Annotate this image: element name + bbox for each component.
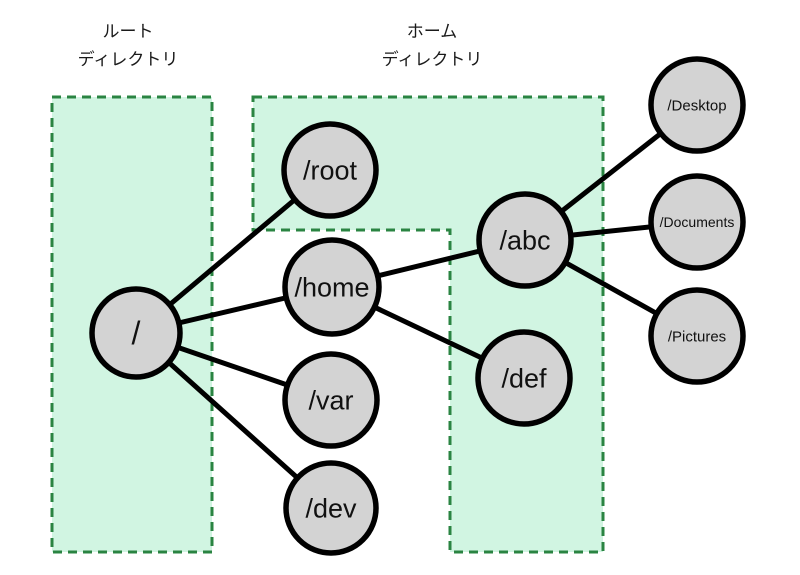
node-root-circle [89, 286, 183, 380]
node-dev-label: /dev [305, 493, 357, 523]
node-def-circle [475, 329, 573, 427]
node-var: /var [282, 351, 380, 449]
node-slash-root-label: /root [303, 155, 358, 185]
node-documents-label: /Documents [660, 214, 735, 230]
node-abc: /abc [476, 191, 574, 289]
node-def: /def [475, 329, 573, 427]
node-documents: /Documents [648, 173, 746, 271]
root-directory-label-line2: ディレクトリ [77, 50, 179, 69]
node-home-label: /home [294, 272, 369, 302]
node-dev: /dev [283, 460, 379, 556]
node-slash-root: /root [281, 121, 379, 219]
root-directory-label-line1: ルート [102, 22, 154, 41]
node-home: /home [282, 237, 382, 337]
node-desktop: /Desktop [648, 56, 746, 154]
node-pictures-circle [648, 287, 746, 385]
node-root-label: / [132, 315, 141, 351]
node-var-circle [282, 351, 380, 449]
node-home-circle [282, 237, 382, 337]
node-var-label: /var [308, 385, 353, 415]
node-desktop-label: /Desktop [667, 97, 726, 114]
node-abc-circle [476, 191, 574, 289]
home-directory-label-line2: ディレクトリ [381, 50, 483, 69]
node-slash-root-circle [281, 121, 379, 219]
node-pictures-label: /Pictures [668, 328, 726, 345]
node-desktop-circle [648, 56, 746, 154]
home-directory-label-line1: ホーム [406, 22, 458, 41]
node-dev-circle [283, 460, 379, 556]
node-def-label: /def [501, 363, 547, 393]
node-root: / [89, 286, 183, 380]
node-pictures: /Pictures [648, 287, 746, 385]
root-directory-label: ルート ディレクトリ [78, 18, 179, 74]
home-directory-label: ホーム ディレクトリ [382, 18, 483, 74]
node-abc-label: /abc [499, 225, 550, 255]
node-documents-circle [648, 173, 746, 271]
